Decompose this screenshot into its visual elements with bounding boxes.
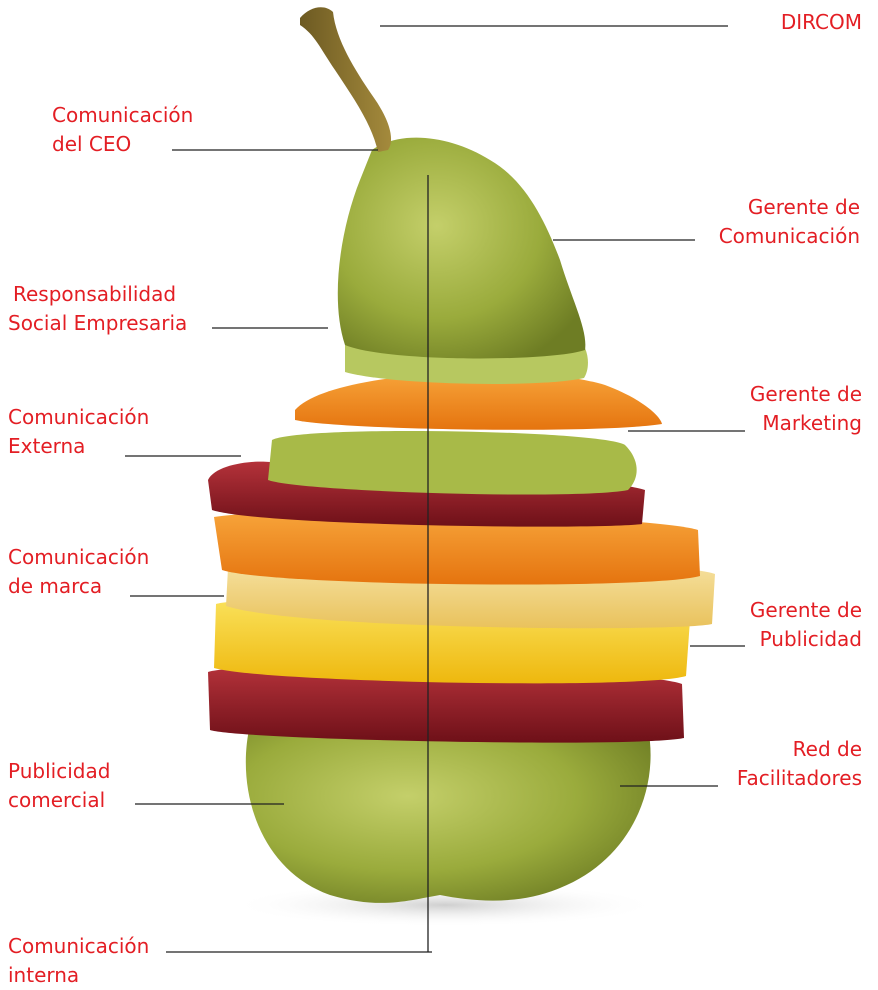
- pear-slice-green: [268, 431, 637, 495]
- label-dircom: DIRCOM: [742, 8, 862, 37]
- pear-stem: [300, 7, 391, 152]
- pear-bottom-slice: [246, 725, 651, 903]
- pear-top: [338, 138, 586, 359]
